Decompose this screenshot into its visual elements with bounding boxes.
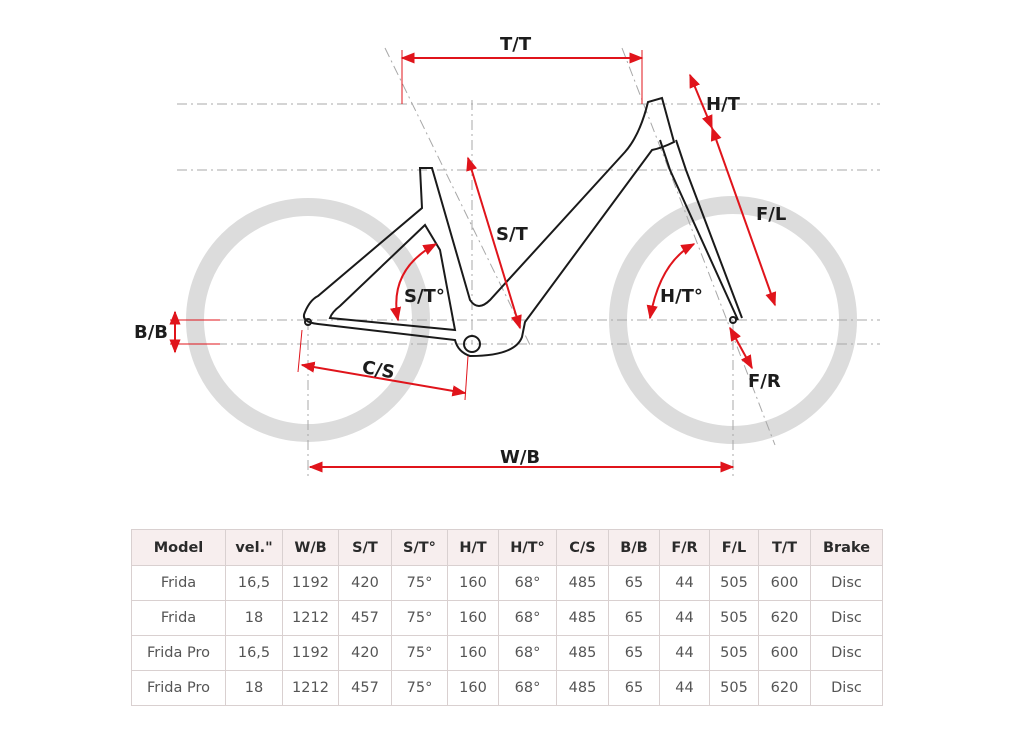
table-cell: 1192 — [282, 565, 339, 601]
table-cell: Disc — [810, 670, 883, 706]
table-cell: 505 — [709, 600, 759, 636]
header-ht-angle: H/T° — [498, 529, 557, 566]
table-cell: 65 — [608, 670, 660, 706]
table-cell: 1212 — [282, 670, 339, 706]
table-cell: 75° — [391, 600, 448, 636]
table-cell: 18 — [225, 600, 283, 636]
table-cell: 75° — [391, 565, 448, 601]
table-cell: 75° — [391, 670, 448, 706]
label-st: S/T — [496, 224, 529, 245]
table-cell: 44 — [659, 565, 710, 601]
table-cell: 68° — [498, 670, 557, 706]
table-cell: 16,5 — [225, 635, 283, 671]
header-model: Model — [131, 529, 226, 566]
header-st-angle: S/T° — [391, 529, 448, 566]
label-bb: B/B — [134, 322, 168, 343]
table-cell: 160 — [447, 670, 499, 706]
table-cell: 75° — [391, 635, 448, 671]
table-cell: 68° — [498, 565, 557, 601]
label-cs: C/S — [360, 357, 396, 383]
table-cell: 1212 — [282, 600, 339, 636]
table-cell: 44 — [659, 670, 710, 706]
label-fl: F/L — [756, 204, 786, 225]
header-fr: F/R — [659, 529, 710, 566]
bike-geometry-diagram: T/T H/T S/T S/T° F/L H/T° B/B C/S F/R W/… — [134, 34, 880, 478]
table-cell: 1192 — [282, 635, 339, 671]
header-fl: F/L — [709, 529, 759, 566]
label-wb: W/B — [500, 447, 540, 468]
table-cell: 600 — [758, 565, 811, 601]
table-cell: 505 — [709, 565, 759, 601]
cell-model: Frida — [131, 565, 226, 601]
header-st: S/T — [338, 529, 392, 566]
header-tt: T/T — [758, 529, 811, 566]
table-cell: 505 — [709, 635, 759, 671]
table-cell: 65 — [608, 600, 660, 636]
label-ht-angle: H/T° — [660, 286, 703, 307]
table-cell: 44 — [659, 635, 710, 671]
label-fr: F/R — [748, 371, 781, 392]
table-cell: 65 — [608, 565, 660, 601]
table-header-row: Model vel." W/B S/T S/T° H/T H/T° C/S B/… — [131, 529, 883, 566]
table-cell: Disc — [810, 600, 883, 636]
table-cell: 160 — [447, 600, 499, 636]
table-cell: 505 — [709, 670, 759, 706]
table-cell: 68° — [498, 635, 557, 671]
table-cell: 620 — [758, 670, 811, 706]
table-cell: 160 — [447, 635, 499, 671]
cell-model: Frida Pro — [131, 635, 226, 671]
table-cell: 65 — [608, 635, 660, 671]
table-cell: 457 — [338, 670, 392, 706]
table-cell: 600 — [758, 635, 811, 671]
table-cell: 68° — [498, 600, 557, 636]
table-cell: 620 — [758, 600, 811, 636]
cell-model: Frida Pro — [131, 670, 226, 706]
table-cell: Disc — [810, 635, 883, 671]
table-cell: 485 — [556, 600, 609, 636]
geometry-table: Model vel." W/B S/T S/T° H/T H/T° C/S B/… — [131, 529, 883, 706]
table-cell: 485 — [556, 635, 609, 671]
label-st-angle: S/T° — [404, 286, 445, 307]
header-ht: H/T — [447, 529, 499, 566]
table-cell: 485 — [556, 565, 609, 601]
table-cell: 44 — [659, 600, 710, 636]
table-cell: 160 — [447, 565, 499, 601]
table-cell: 420 — [338, 635, 392, 671]
header-bb: B/B — [608, 529, 660, 566]
header-vel: vel." — [225, 529, 283, 566]
table-cell: 16,5 — [225, 565, 283, 601]
header-wb: W/B — [282, 529, 339, 566]
label-tt: T/T — [500, 34, 532, 55]
table-cell: 420 — [338, 565, 392, 601]
table-cell: 457 — [338, 600, 392, 636]
table-cell: Disc — [810, 565, 883, 601]
cell-model: Frida — [131, 600, 226, 636]
header-cs: C/S — [556, 529, 609, 566]
table-cell: 18 — [225, 670, 283, 706]
header-brake: Brake — [810, 529, 883, 566]
dimension-lines — [169, 50, 777, 473]
label-ht: H/T — [706, 94, 741, 115]
guide-lines — [177, 47, 880, 478]
table-cell: 485 — [556, 670, 609, 706]
